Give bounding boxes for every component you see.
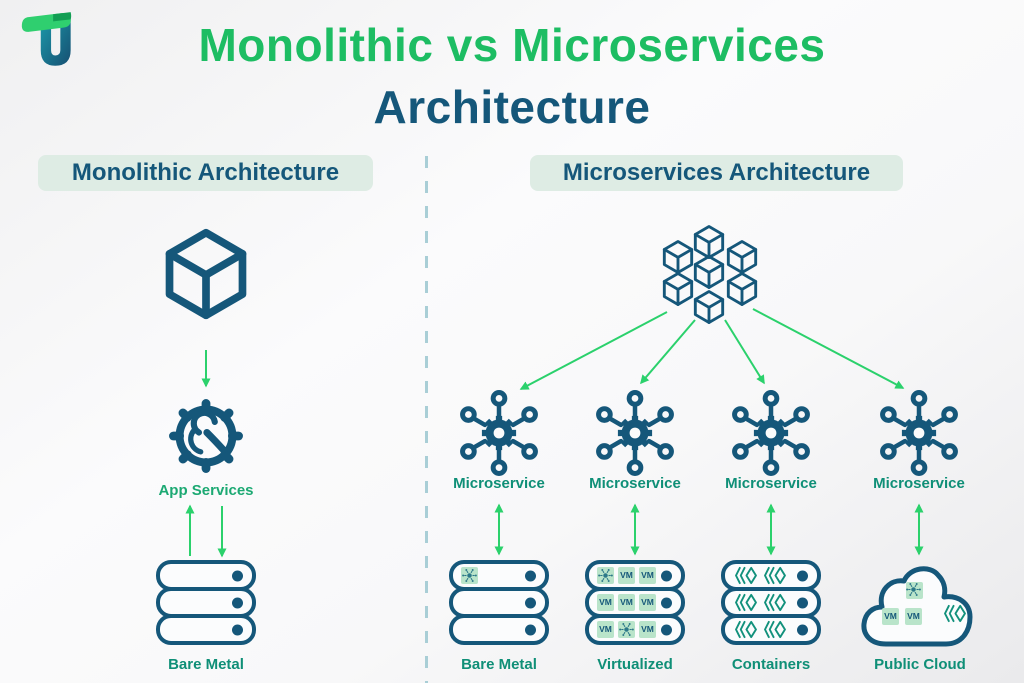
server-led (661, 597, 672, 608)
server-row (449, 614, 549, 645)
server-row (721, 614, 821, 645)
cubes-cluster-icon (662, 225, 758, 324)
server-row (156, 614, 256, 645)
server-led (797, 570, 808, 581)
container-icon (733, 593, 758, 612)
vm-chip: VM (639, 621, 656, 638)
microservice-label: Microservice (725, 475, 817, 492)
server-row (721, 587, 821, 618)
page-title-line2: Architecture (373, 81, 651, 133)
vm-chip: VM (597, 621, 614, 638)
arrow-cluster-to-node2 (640, 319, 696, 385)
microservice-chip (461, 567, 478, 584)
microservice-chip (618, 621, 635, 638)
server-led (525, 570, 536, 581)
server-label: Bare Metal (461, 656, 537, 673)
server-led (797, 597, 808, 608)
arrow-cluster-to-node4 (752, 308, 905, 389)
server-led (661, 624, 672, 635)
server-rack-containers (721, 560, 821, 645)
vm-chip: VM (905, 607, 922, 625)
section-header-monolithic: Monolithic Architecture (38, 155, 373, 191)
vm-chip: VM (618, 594, 635, 611)
container-icon (762, 593, 787, 612)
container-icon (762, 566, 787, 585)
server-label: Containers (731, 656, 811, 673)
server-led (525, 597, 536, 608)
container-icon (733, 620, 758, 639)
microservice-label: Microservice (589, 475, 681, 492)
page-title-line1: Monolithic vs Microservices (198, 19, 826, 71)
gear-wrench-icon (169, 399, 243, 473)
server-led (797, 624, 808, 635)
vm-chip: VM (618, 567, 635, 584)
server-led (661, 570, 672, 581)
arrow-cluster-to-node3 (724, 319, 765, 385)
server-rack-bare-metal-mono (156, 560, 256, 645)
server-rack-bare-metal (449, 560, 549, 645)
app-services-label: App Services (158, 482, 254, 499)
microservice-hub-icon (590, 388, 680, 478)
server-row (449, 560, 549, 591)
server-led (232, 597, 243, 608)
vm-chip: VM (639, 594, 656, 611)
tu-logo-icon (21, 12, 72, 66)
microservice-hub-icon (454, 388, 544, 478)
vm-chip: VM (882, 607, 899, 625)
server-row: VM VM (585, 614, 685, 645)
vm-chip: VM (597, 594, 614, 611)
microservice-label: Microservice (873, 475, 965, 492)
container-icon (762, 620, 787, 639)
vm-chip: VM (639, 567, 656, 584)
section-divider (425, 156, 428, 683)
arrow-cluster-to-node1 (519, 311, 668, 390)
server-led (232, 570, 243, 581)
section-header-microservices: Microservices Architecture (530, 155, 903, 191)
microservice-chip (597, 567, 614, 584)
server-led (525, 624, 536, 635)
microservice-hub-icon (874, 388, 964, 478)
cube-icon (158, 226, 254, 322)
microservice-chip (906, 582, 923, 599)
server-label: Bare Metal (168, 656, 244, 673)
microservice-hub-icon (726, 388, 816, 478)
server-label: Virtualized (597, 656, 673, 673)
container-icon (733, 566, 758, 585)
microservice-label: Microservice (453, 475, 545, 492)
public-cloud-icon: VM VM (858, 560, 978, 650)
server-label: Public Cloud (874, 656, 966, 673)
server-led (232, 624, 243, 635)
